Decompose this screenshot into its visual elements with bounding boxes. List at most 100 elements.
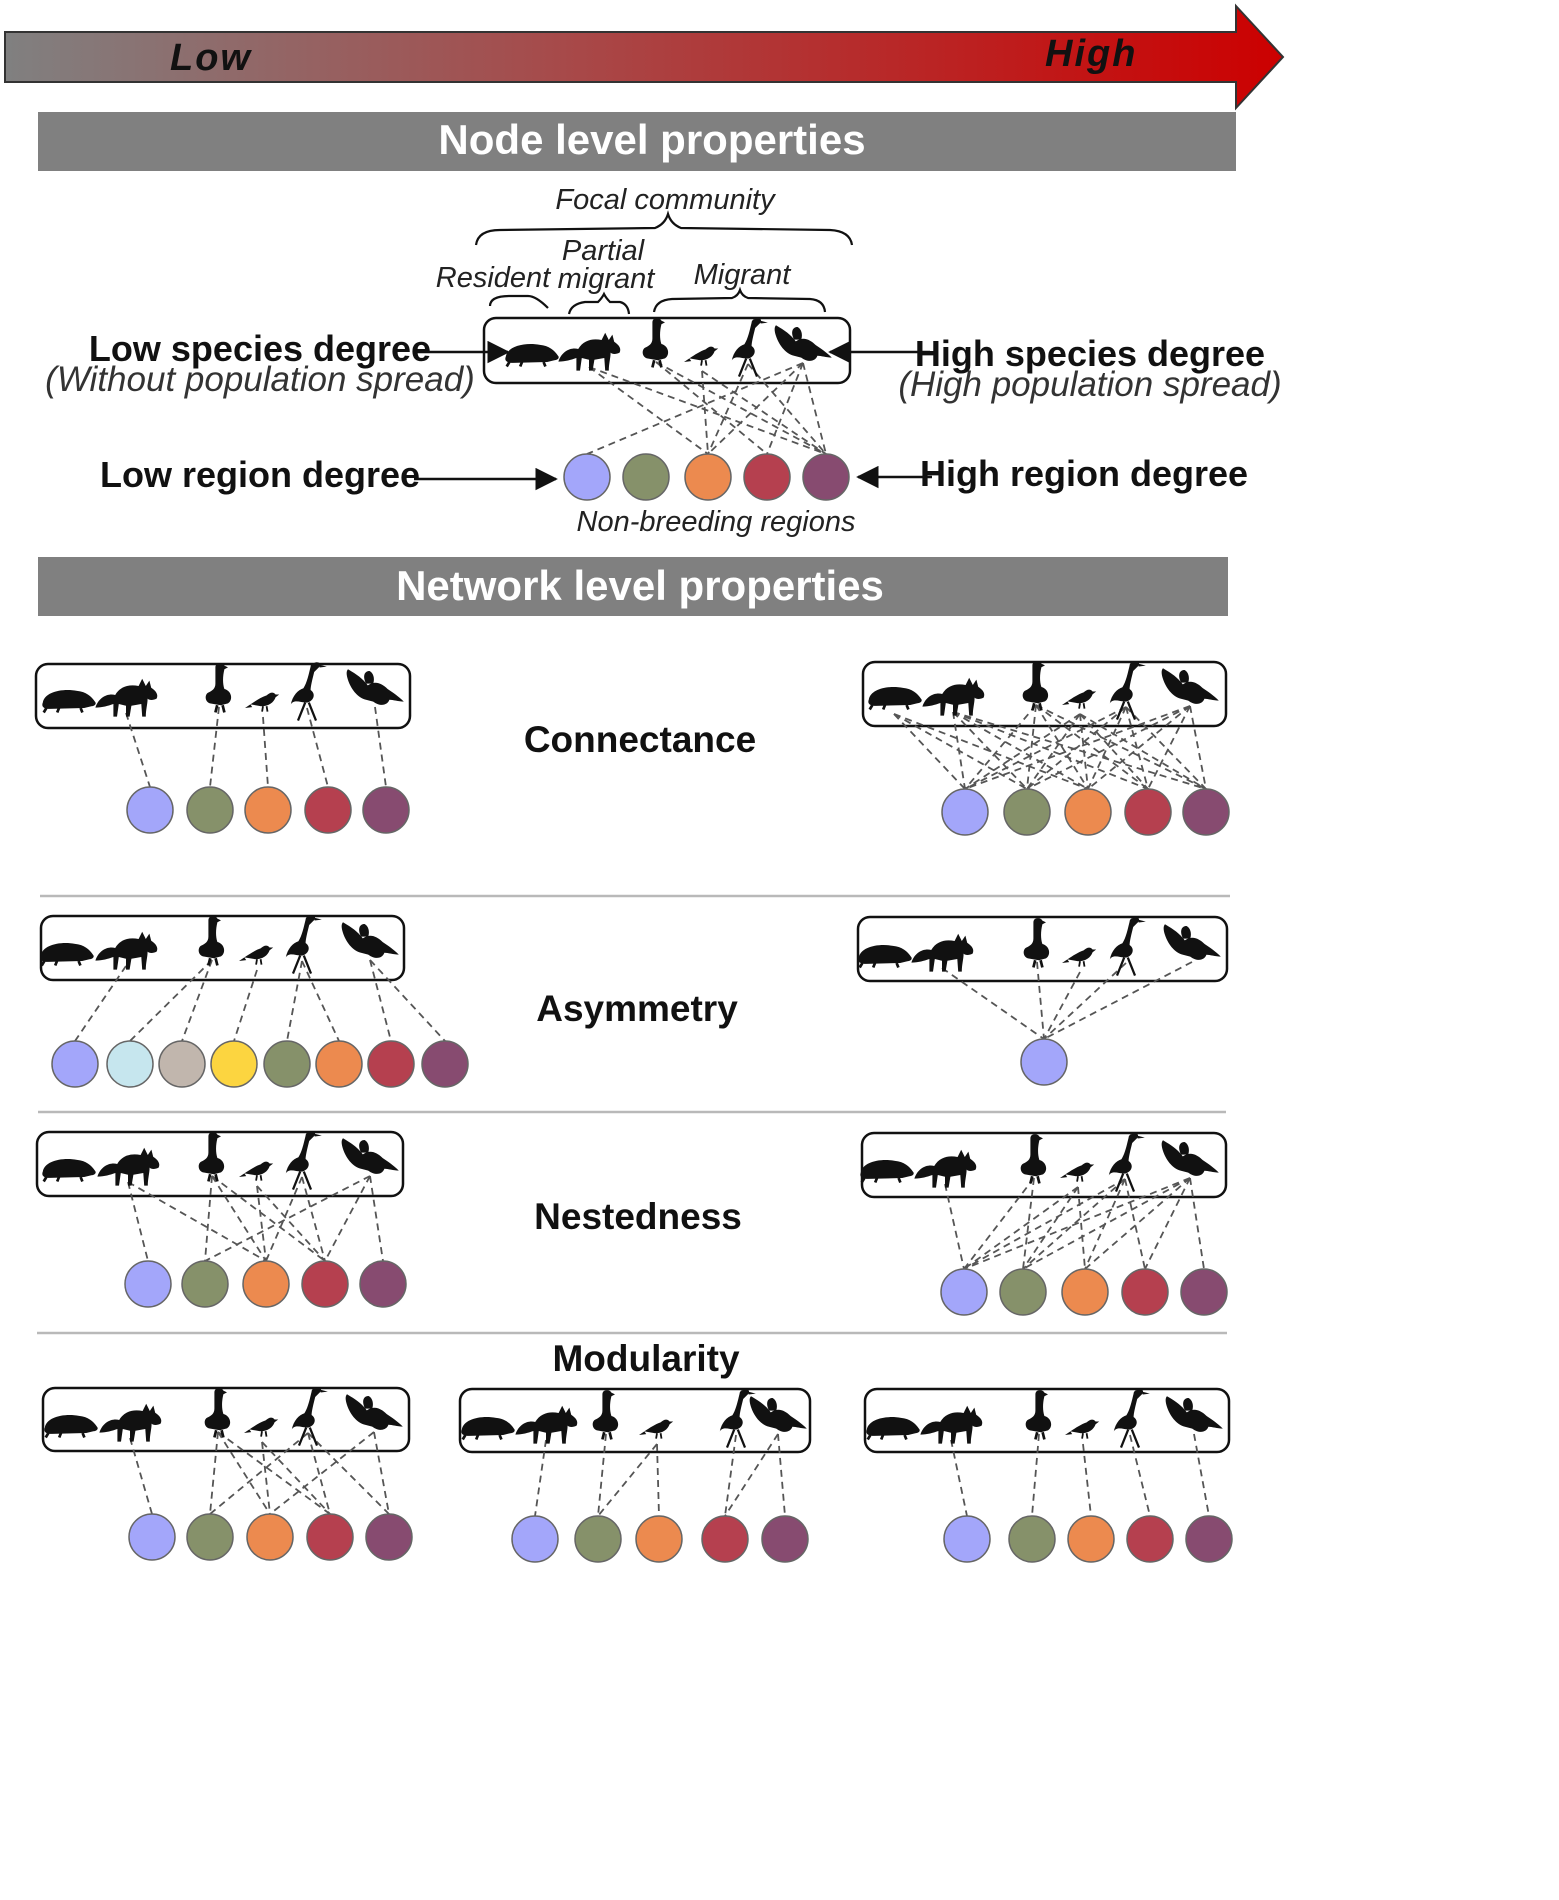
nestedness-high-region-orange [1061,1268,1109,1316]
asymmetry-low-region-light_blue [106,1040,154,1088]
connectance-high-region-orange [1064,788,1112,836]
modularity-mid-region-crimson [701,1515,749,1563]
connectance-low-region-plum [362,786,410,834]
modularity-mid-panel [458,1387,812,1454]
connectance-high-link [1147,705,1191,790]
nestedness-low-link [256,1185,326,1262]
node-link [701,370,827,455]
modularity-mid-link [724,1433,779,1517]
node-region-orange [684,453,732,501]
node-link [588,366,709,455]
modularity-low-region-olive [186,1513,234,1561]
node-link [707,363,749,455]
nestedness-high-link [944,1183,965,1270]
modularity-mid-region-plum [761,1515,809,1563]
modularity-high-link [950,1439,968,1517]
connectance-high-link [952,711,1207,790]
nestedness-low-region-lavender [124,1260,172,1308]
node-link [588,366,827,455]
nestedness-low-link [204,1175,371,1262]
nestedness-low-link [265,1176,303,1262]
modularity-mid-link [534,1439,547,1517]
modularity-mid-link [777,1433,786,1517]
network-level-title: Network level properties [396,562,884,609]
modularity-low-link [373,1431,390,1515]
modularity-low-region-crimson [306,1513,354,1561]
connectance-high-region-lavender [941,788,989,836]
modularity-high-region-orange [1067,1515,1115,1563]
connectance-high-link [964,713,1081,790]
gradient-arrow [4,3,1285,111]
connectance-high-link [1035,704,1207,790]
connectance-low-region-lavender [126,786,174,834]
node-link [701,370,709,455]
partial-migrant-brace [567,291,631,315]
node-link [655,361,827,455]
nestedness-low-link [324,1175,371,1262]
node-region-lavender [563,453,611,501]
modularity-mid-region-olive [574,1515,622,1563]
asymmetry-low-link [369,959,392,1042]
connectance-high-region-olive [1003,788,1051,836]
connectance-high-link [952,711,1149,790]
modularity-high-region-olive [1008,1515,1056,1563]
connectance-high-link [952,711,1028,790]
nestedness-high-link [963,1186,1079,1270]
connectance-low-link [209,706,220,788]
connectance-high-link [1087,706,1127,790]
connectance-low-region-olive [186,786,234,834]
partial-migrant-label-2: migrant [558,263,657,295]
nestedness-high-link [1022,1186,1079,1270]
network-level-banner [38,557,1228,616]
connectance-high-link [1035,704,1089,790]
connectance-high-region-crimson [1124,788,1172,836]
connectance-high-link [893,713,1028,790]
modularity-low-region-plum [365,1513,413,1561]
low-species-degree-label: Low species degree [89,328,431,369]
nestedness-low-region-plum [359,1260,407,1308]
modularity-mid-region-orange [635,1515,683,1563]
migrant-brace [652,286,827,313]
connectance-low-region-crimson [304,786,352,834]
asymmetry-high-link [1043,961,1193,1040]
connectance-high-link [952,711,966,790]
connectance-low-link [306,707,329,788]
connectance-high-link [952,711,1089,790]
nestedness-high-link [1022,1178,1126,1270]
nestedness-low-link [256,1185,267,1262]
modularity-high-link [1129,1434,1151,1517]
nestedness-high-region-crimson [1121,1268,1169,1316]
gradient-low-label: Low [170,37,252,79]
nestedness-low-link [211,1175,267,1262]
nestedness-low-link [127,1181,267,1262]
asymmetry-low-region-crimson [367,1040,415,1088]
modularity-high-link [1031,1433,1040,1517]
node-region-crimson [743,453,791,501]
regions-layer [51,453,1233,1563]
connectance-high-link [893,713,966,790]
connectance-low-link [125,712,151,788]
modularity-high-region-plum [1185,1515,1233,1563]
connectance-high-link [1026,705,1191,790]
modularity-low-link [307,1432,331,1515]
connectance-high-link [964,706,1127,790]
high-region-degree-label: High region degree [920,453,1248,494]
connectance-high-link [1026,704,1037,790]
partial-migrant-label-1: Partial [562,235,646,267]
non-breeding-regions-label: Non-breeding regions [577,506,856,538]
nestedness-high-link [1189,1177,1205,1270]
modularity-low-link [129,1437,153,1515]
connectance-high-link [1079,713,1149,790]
nestedness-high-region-olive [999,1268,1047,1316]
nestedness-low-region-crimson [301,1260,349,1308]
modularity-high-link [1193,1433,1210,1517]
node-region-olive [622,453,670,501]
asymmetry-low-link [129,959,213,1042]
modularity-low-link [217,1431,271,1515]
high-species-degree-sub: (High population spread) [898,365,1281,404]
high-species-degree-label: High species degree [915,333,1265,374]
connectance-low-region-orange [244,786,292,834]
nestedness-high-link [1022,1177,1035,1270]
focal-community-label: Focal community [555,184,776,216]
